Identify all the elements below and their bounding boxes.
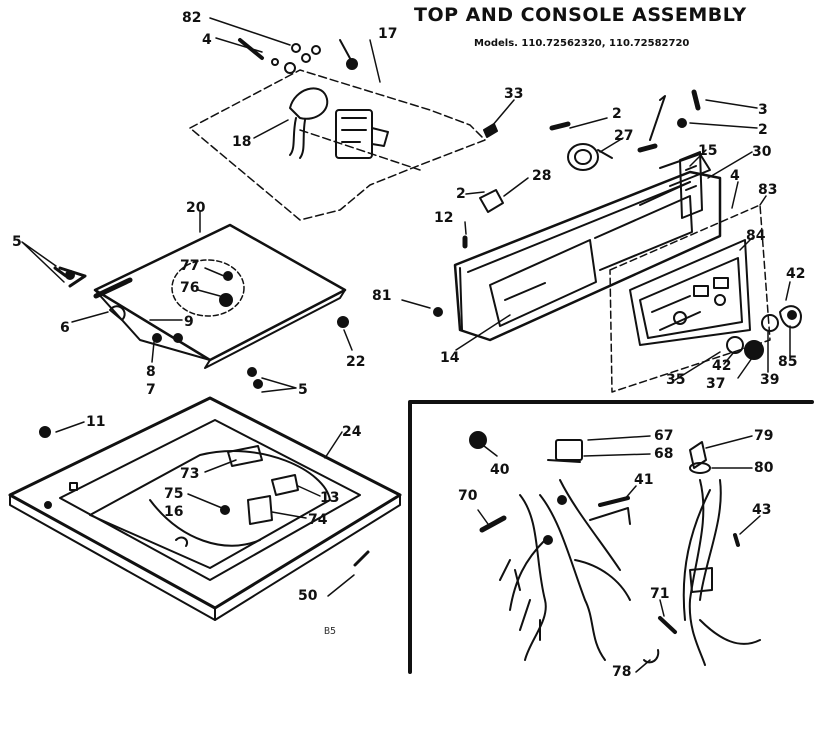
top-hardware [238,38,358,74]
screw-82-icon [291,43,301,53]
callout-37: 37 [706,376,725,392]
callout-50: 50 [298,588,318,604]
callout-7: 7 [146,382,156,398]
callout-40: 40 [490,462,510,478]
callout-11: 11 [86,414,105,430]
callout-76: 76 [180,280,199,296]
callout-78: 78 [612,664,631,680]
callout-27: 27 [614,128,633,144]
callout-14: 14 [440,350,460,366]
washer-lid [53,223,349,389]
callout-18: 18 [232,134,251,150]
callout-80: 80 [754,460,774,476]
switch-block-icon [335,109,373,159]
clip-40-icon [469,431,487,449]
callout-68: 68 [654,446,673,462]
connector-79-icon [689,441,707,469]
callout-22: 22 [346,354,365,370]
callout-42: 42 [712,358,731,374]
harness-panel-frame [408,400,814,674]
callout-35: 35 [666,372,685,388]
console-panel [453,151,722,342]
callout-39: 39 [760,372,779,388]
diagram-title: TOP AND CONSOLE ASSEMBLY [414,4,747,26]
callout-12: 12 [434,210,453,226]
callout-3: 3 [758,102,768,118]
callout-77: 77 [180,258,199,274]
callout-41: 41 [634,472,653,488]
latch-73-icon [227,445,263,467]
callout-67: 67 [654,428,673,444]
terminal-block-67-icon [555,439,583,461]
callout-5: 5 [298,382,308,398]
callout-28: 28 [532,168,551,184]
upper-bracket-outline [189,69,486,221]
callout-6: 6 [60,320,70,336]
callout-15: 15 [698,143,717,159]
callout-33: 33 [504,86,523,102]
callout-84: 84 [746,228,766,244]
callout-2: 2 [758,122,768,138]
callout-70: 70 [458,488,478,504]
connector-80-icon [689,462,711,474]
control-knobs [726,305,802,360]
callout-85: 85 [778,354,797,370]
callout-9: 9 [184,314,194,330]
callout-5: 5 [12,234,22,250]
callout-42: 42 [786,266,805,282]
callout-79: 79 [754,428,773,444]
motor-27-icon [567,143,599,171]
wiring-harness [469,431,761,666]
callout-20: 20 [186,200,206,216]
callout-82: 82 [182,10,201,26]
callout-83: 83 [758,182,777,198]
grommet-11-icon [39,426,51,438]
callout-75: 75 [164,486,183,502]
control-panel-cover [609,204,771,393]
callout-71: 71 [650,586,669,602]
callout-30: 30 [752,144,772,160]
callout-4: 4 [730,168,740,184]
callout-16: 16 [164,504,183,520]
callout-2: 2 [456,186,466,202]
leader-lines [21,17,791,673]
knob-37-icon [744,340,764,360]
knob-35-icon [726,336,744,354]
callout-24: 24 [342,424,362,440]
callout-4: 4 [202,32,212,48]
callout-13: 13 [320,490,339,506]
callout-2: 2 [612,106,622,122]
callout-8: 8 [146,364,156,380]
console-hardware [433,89,701,317]
model-numbers: Models. 110.72562320, 110.72582720 [474,38,690,49]
washer-top [8,396,402,621]
callout-74: 74 [308,512,328,528]
knob-85-icon [779,305,802,329]
callout-17: 17 [378,26,397,42]
timer-assembly [289,87,389,159]
callout-81: 81 [372,288,391,304]
callout-43: 43 [752,502,771,518]
page-code: B5 [324,626,337,637]
callout-73: 73 [180,466,199,482]
callout-labels: 82 4 17 18 33 2 27 3 2 15 30 28 2 12 4 8… [12,10,805,680]
